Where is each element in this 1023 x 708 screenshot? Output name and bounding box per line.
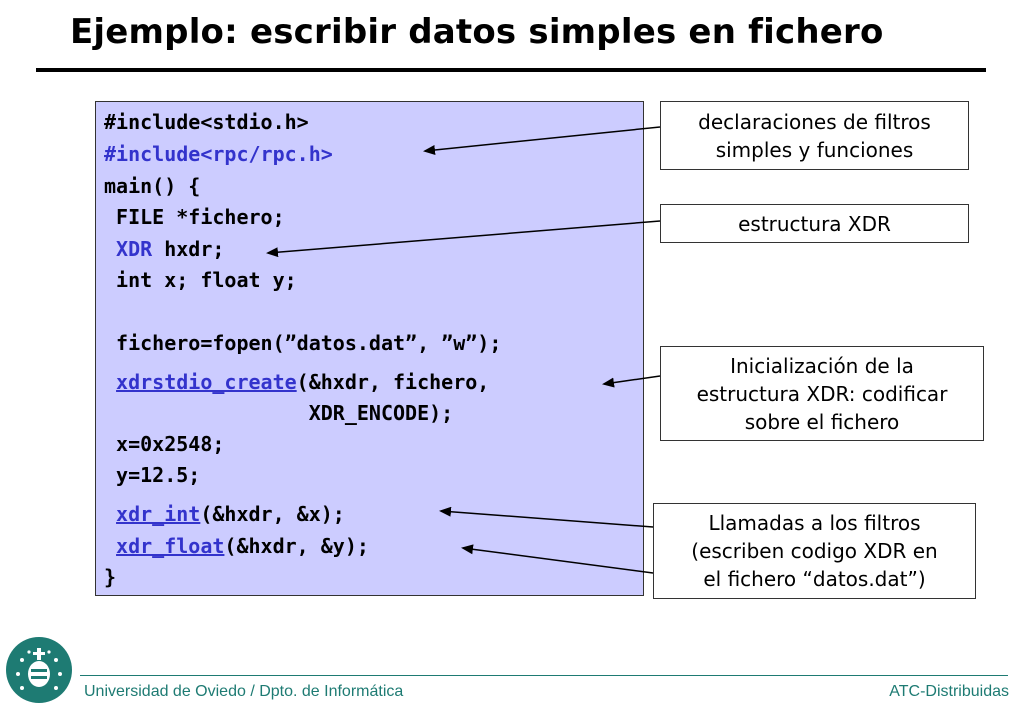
code-line-8: xdrstdio_create(&hxdr, fichero, [104, 370, 489, 394]
code-line-14: } [104, 565, 117, 589]
code-line-7: fichero=fopen(”datos.dat”, ”w”); [104, 331, 502, 355]
note-filter-calls: Llamadas a los filtros (escriben codigo … [653, 503, 976, 599]
code-keyword: xdrstdio_create [116, 370, 297, 394]
footer-divider [80, 675, 1008, 676]
arrow-to-create [602, 375, 661, 388]
university-seal-icon [6, 637, 72, 703]
note-text: estructura XDR [738, 211, 891, 236]
slide-title: Ejemplo: escribir datos simples en fiche… [70, 12, 884, 52]
arrow-to-xdr [266, 220, 661, 258]
code-line-2: #include<rpc/rpc.h> [104, 142, 333, 166]
footer-institution: Universidad de Oviedo / Dpto. de Informá… [84, 683, 404, 700]
code-text: (&hxdr, fichero, [296, 370, 490, 394]
code-keyword: xdr_int [116, 502, 201, 526]
footer-course: ATC-Distribuidas [889, 683, 1009, 700]
code-line-12: xdr_int(&hxdr, &x); [104, 502, 345, 526]
code-line-10: x=0x2548; [104, 432, 225, 456]
code-text: (&hxdr, &y); [224, 534, 369, 558]
note-text: Inicialización de la estructura XDR: cod… [696, 353, 948, 434]
code-text: (&hxdr, &x); [200, 502, 345, 526]
title-divider [36, 68, 986, 72]
code-line-1: #include<stdio.h> [104, 110, 309, 134]
note-text: declaraciones de filtros simples y funci… [698, 109, 931, 162]
note-text: Llamadas a los filtros (escriben codigo … [691, 511, 938, 591]
code-line-4: FILE *fichero; [104, 205, 285, 229]
code-line-5: XDR hxdr; [104, 237, 224, 261]
code-line-3: main() { [104, 174, 201, 198]
arrow-to-xdr-int [439, 506, 654, 528]
code-line-11: y=12.5; [104, 463, 201, 487]
code-keyword: xdr_float [116, 534, 225, 558]
code-line-9: XDR_ENCODE); [104, 401, 454, 425]
arrow-to-xdr-float [461, 544, 654, 574]
code-text: hxdr; [152, 237, 225, 261]
code-line-13: xdr_float(&hxdr, &y); [104, 534, 369, 558]
note-xdr-structure: estructura XDR [660, 204, 969, 243]
arrow-to-include [423, 126, 661, 155]
code-panel [95, 101, 644, 596]
code-line-6: int x; float y; [104, 268, 297, 292]
note-initialization: Inicialización de la estructura XDR: cod… [660, 346, 984, 441]
code-keyword: XDR [116, 237, 153, 261]
note-declarations: declaraciones de filtros simples y funci… [660, 101, 969, 170]
